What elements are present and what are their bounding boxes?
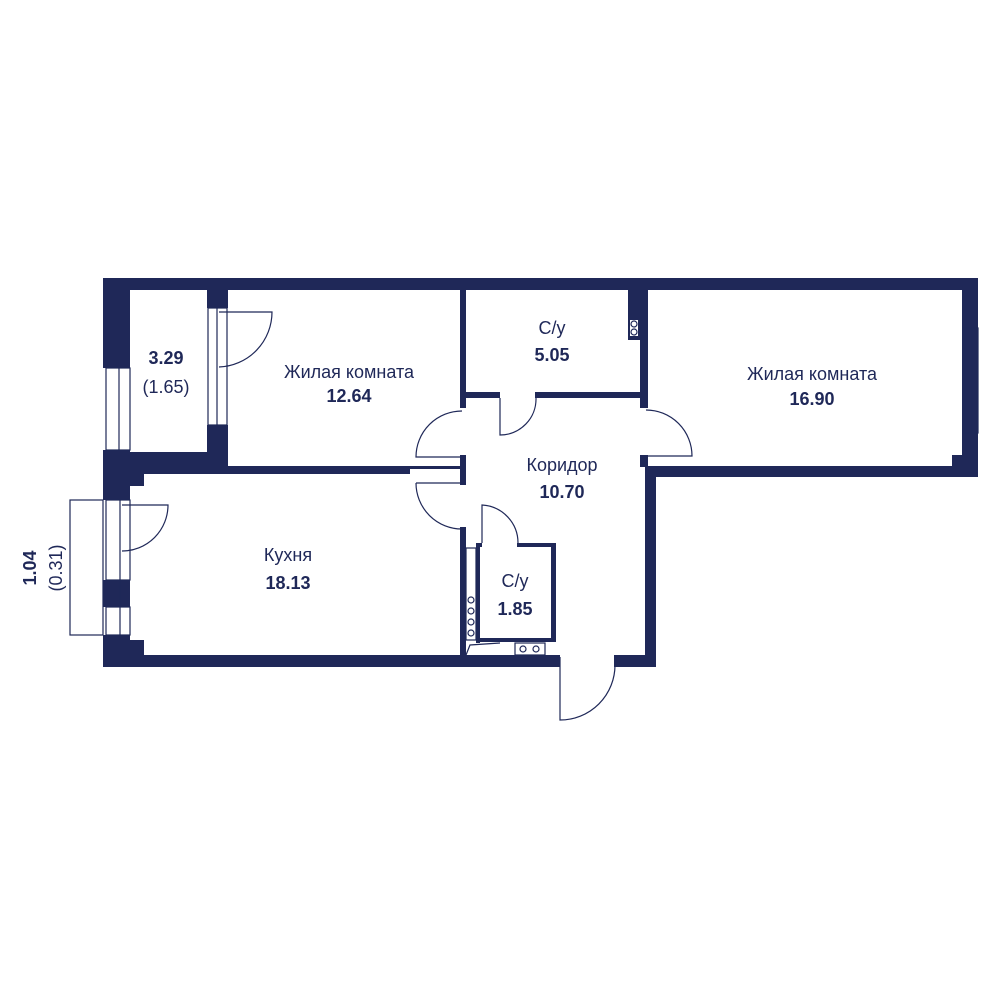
loggia-area: 3.29 <box>148 348 183 368</box>
room-area: 5.05 <box>534 345 569 365</box>
balcony-reduced-area: (0.31) <box>46 544 66 591</box>
room-area: 18.13 <box>265 573 310 593</box>
labels: 3.29 (1.65) Жилая комната 12.64 Жилая ко… <box>20 318 878 619</box>
balcony-area: 1.04 <box>20 550 40 585</box>
windows-and-doors <box>69 290 979 721</box>
room-label: Коридор <box>526 455 597 475</box>
room-area: 10.70 <box>539 482 584 502</box>
walls <box>103 278 978 667</box>
room-label: С/у <box>539 318 566 338</box>
room-area: 16.90 <box>789 389 834 409</box>
room-label: С/у <box>502 571 529 591</box>
room-area: 1.85 <box>497 599 532 619</box>
room-label: Жилая комната <box>747 364 878 384</box>
room-label: Жилая комната <box>284 362 415 382</box>
loggia-reduced-area: (1.65) <box>142 377 189 397</box>
room-label: Кухня <box>264 545 312 565</box>
room-area: 12.64 <box>326 386 371 406</box>
